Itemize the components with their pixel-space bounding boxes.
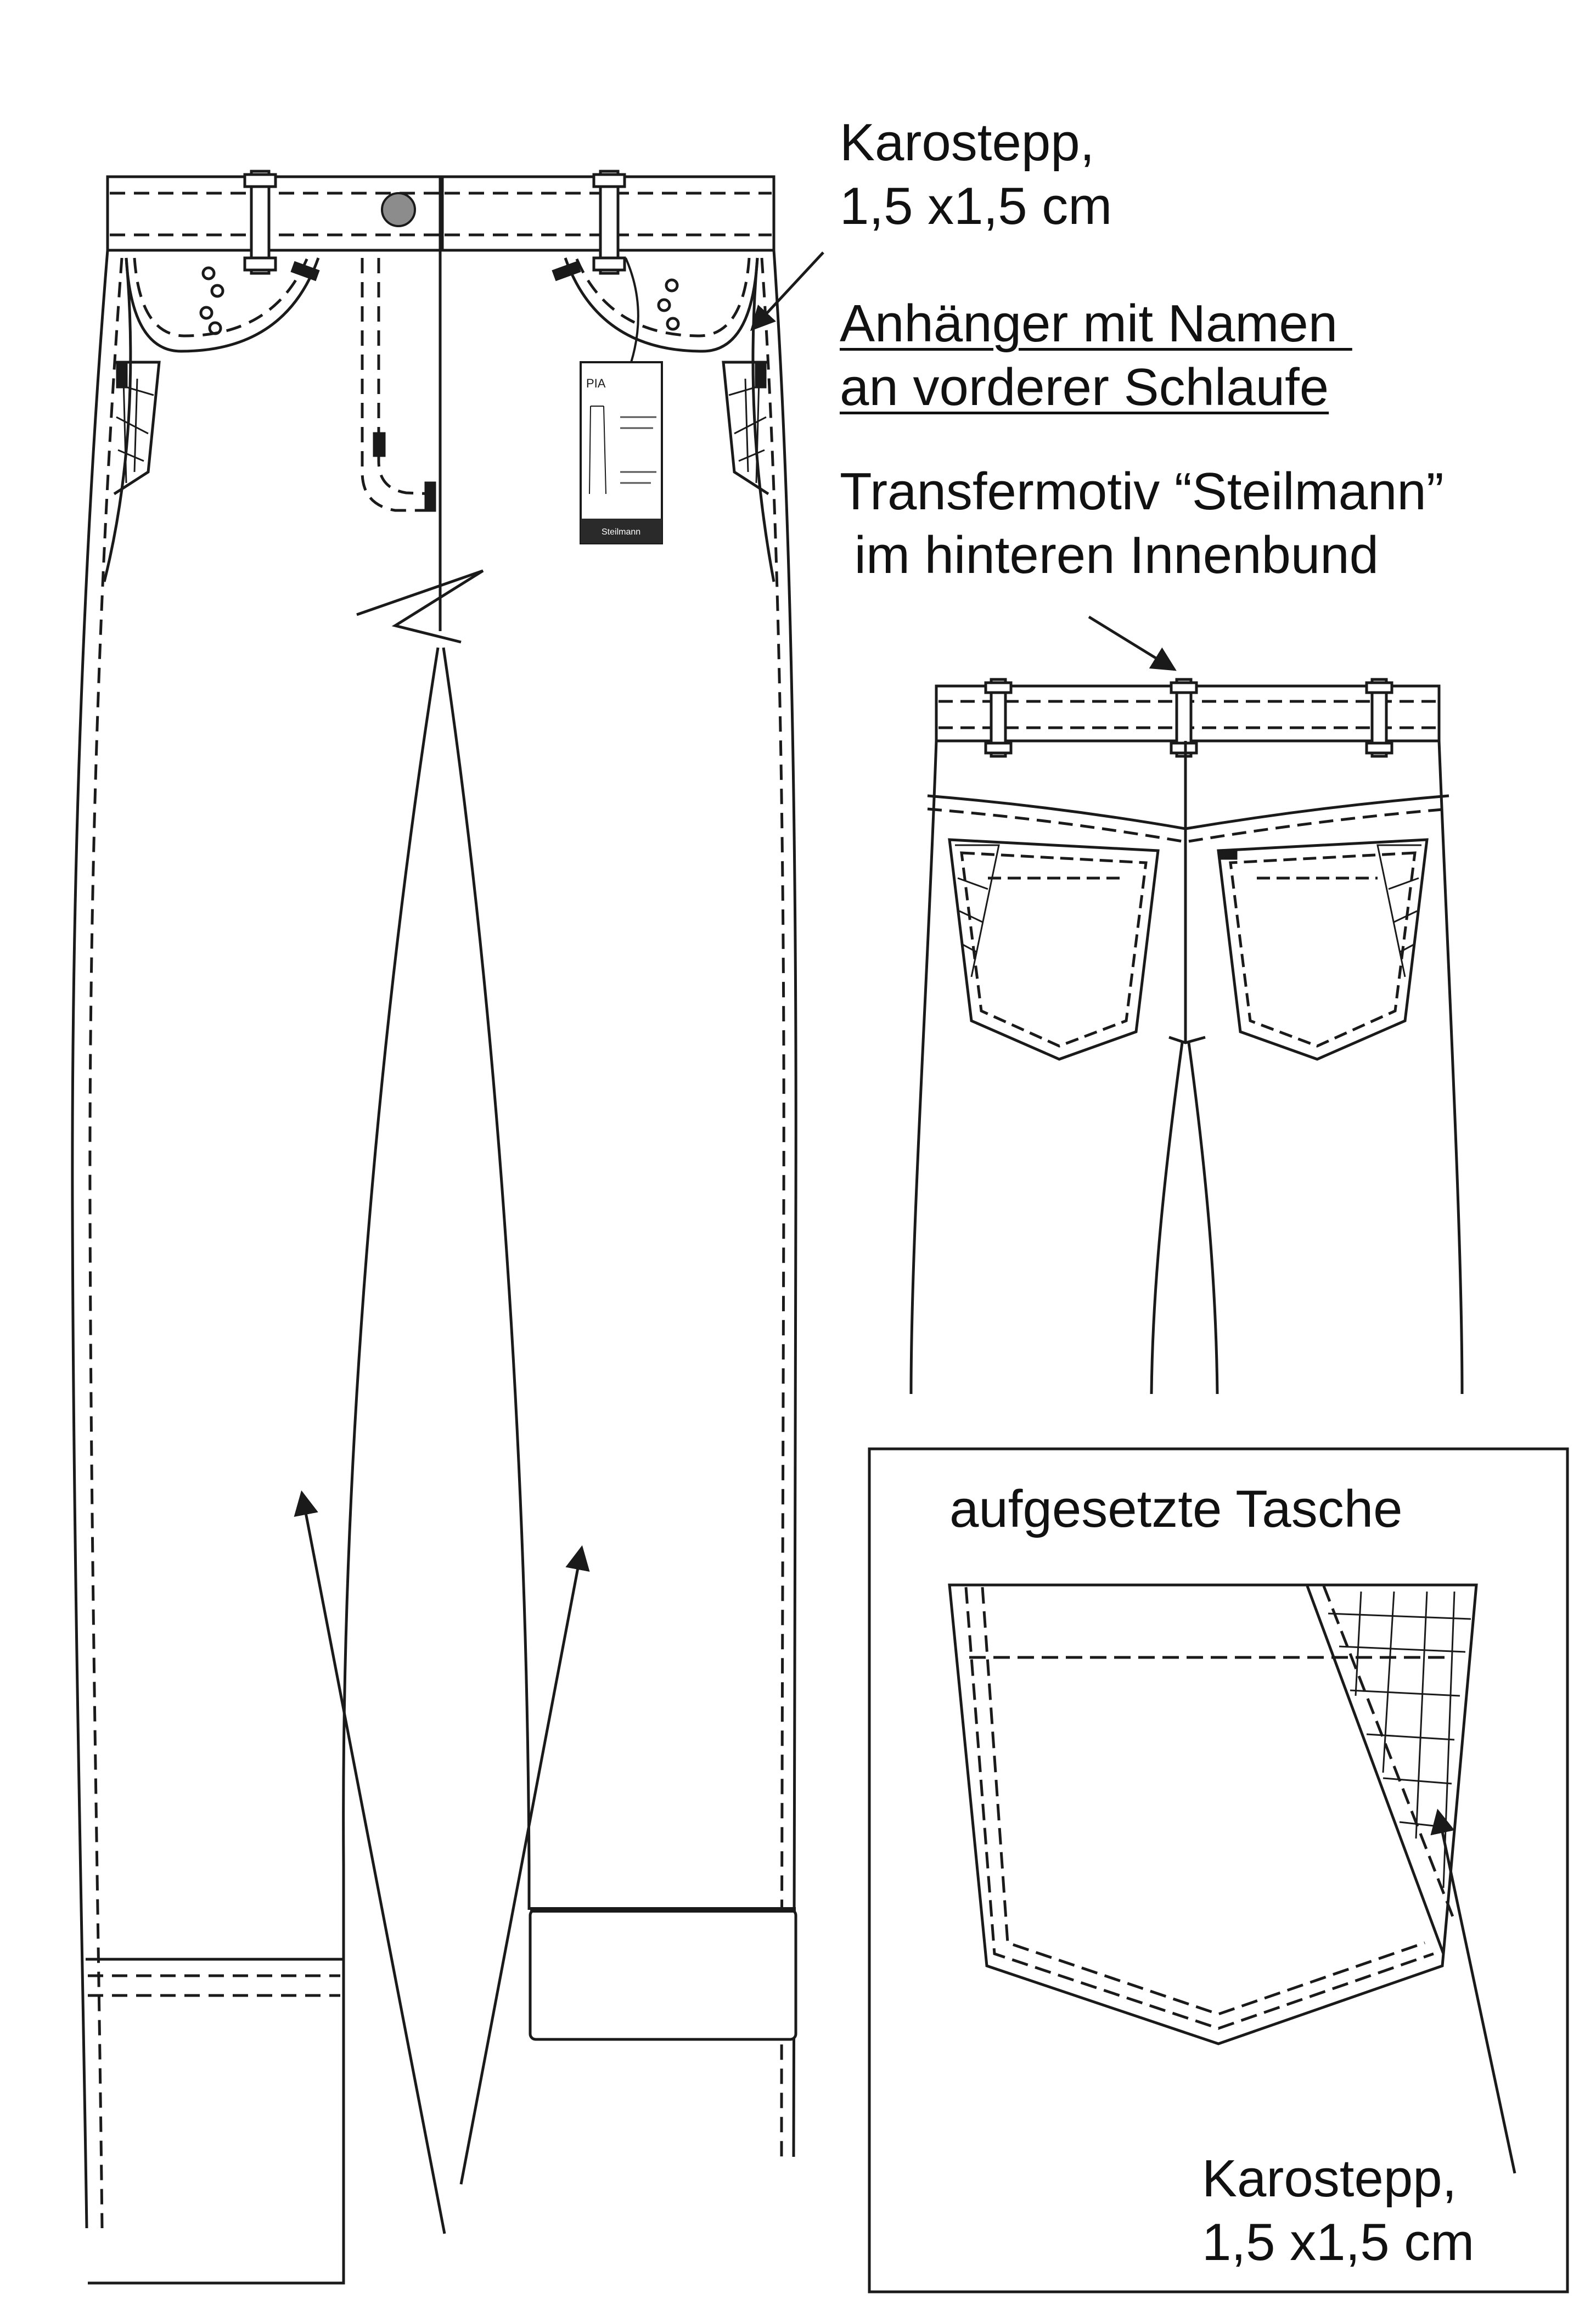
left-cuff [86,1958,345,2285]
arrow-karostepp-bottom [1430,1808,1516,2174]
back-pocket-left [948,838,1160,1061]
label-karostepp-bottom-1: Karostepp, [1202,2149,1457,2208]
front-view-jeans [71,170,797,2285]
arrow-karostepp-top [750,251,824,331]
label-pocket-title: aufgesetzte Tasche [949,1480,1403,1538]
right-cuff [529,1907,797,2041]
front-pocket-right [552,257,775,582]
label-transfer-2: im hinteren Innenbund [840,526,1379,584]
front-belt-loops [243,170,626,275]
front-outer-right [772,250,797,2157]
label-karostepp-top-1: Karostepp, [840,113,1095,172]
arrow-hem-left [294,1490,446,2234]
back-belt-loops [984,678,1393,758]
arrow-transfer [1088,615,1177,671]
back-pocket-right [1217,838,1429,1061]
label-karostepp-bottom-2: 1,5 x1,5 cm [1202,2213,1475,2272]
waist-button-icon [381,192,416,227]
hang-tag-brand: Steilmann [602,527,640,537]
pocket-diagonal-edge [1306,1586,1445,1954]
front-waistband [106,175,775,252]
arrow-hem-right [459,1545,590,2185]
back-view-jeans [909,678,1464,1395]
pocket-detail-box [868,1447,1569,2293]
hang-tag: PIA Steilmann [580,257,663,544]
pocket-karo-stitching [1328,1591,1471,1888]
front-pocket-left [103,257,320,582]
front-inseam-right [442,647,531,1910]
front-inseam-left [342,647,440,1959]
pointer-arrows [294,251,1516,2234]
hang-tag-title: PIA [586,376,606,390]
front-outer-left [71,250,109,2229]
label-anhaenger-1: Anhänger mit Namen [840,294,1352,353]
label-transfer-1: Transfermotiv “Steilmann” [840,462,1444,521]
label-anhaenger-2: an vorderer Schlaufe [840,358,1329,417]
label-karostepp-top-2: 1,5 x1,5 cm [840,177,1112,235]
